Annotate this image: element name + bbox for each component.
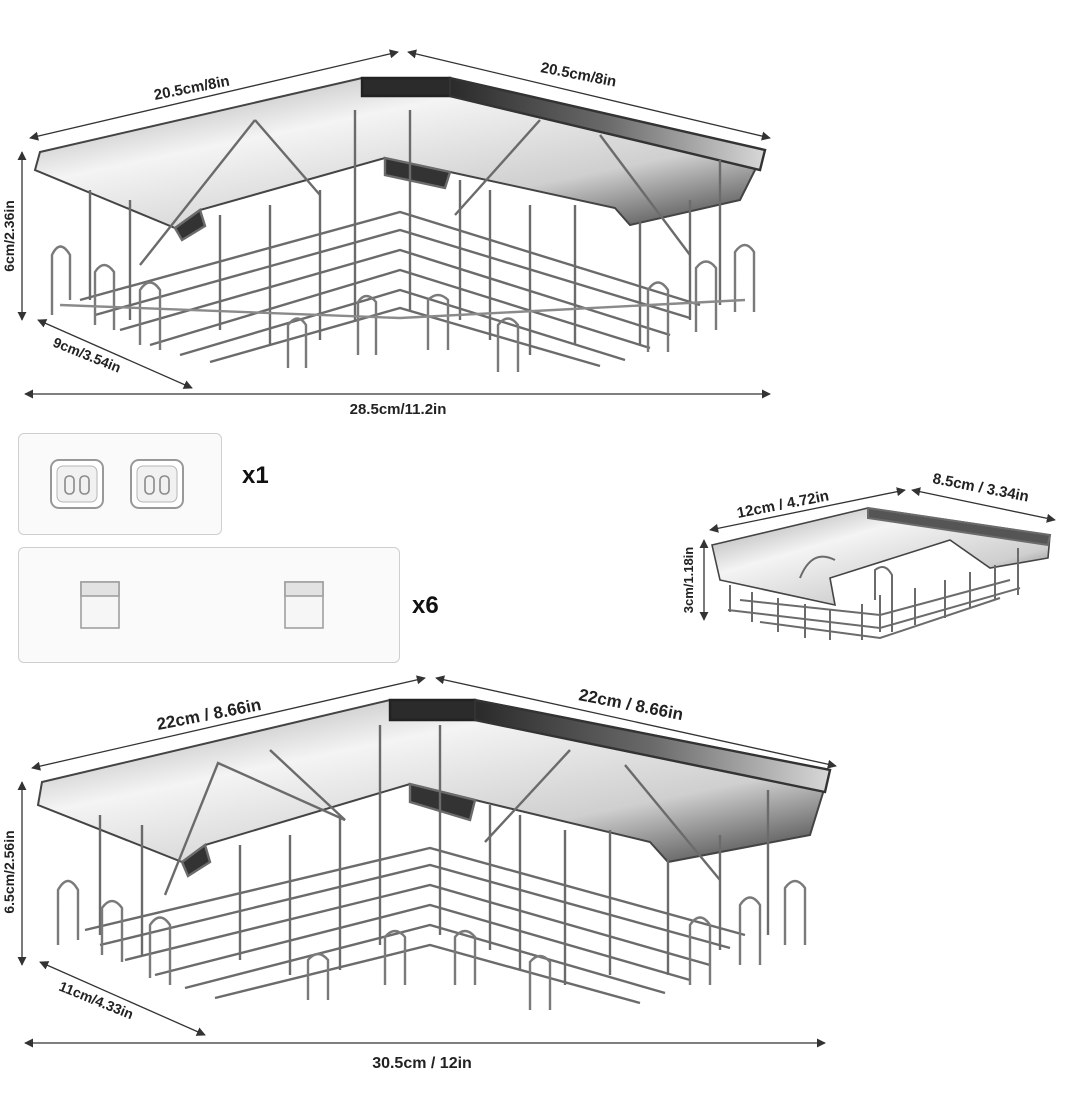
top-depth-label: 9cm/3.54in	[51, 334, 123, 376]
hook-plate-quantity: x1	[242, 462, 269, 489]
bottom-height-label: 6.5cm/2.56in	[1, 830, 17, 913]
adhesive-strip	[18, 547, 400, 663]
corner-basket-large	[36, 698, 832, 1010]
soap-dish	[711, 506, 1052, 640]
top-total-width-label: 28.5cm/11.2in	[350, 401, 447, 418]
corner-basket-small	[33, 76, 767, 372]
top-height-label: 6cm/2.36in	[1, 200, 17, 272]
hook-plate	[18, 433, 222, 535]
bottom-depth-label: 11cm/4.33in	[57, 978, 136, 1022]
hook-plate-icon	[50, 459, 184, 509]
soap-dish-dimension-lines	[699, 487, 1056, 621]
soap-dish-depth-label: 8.5cm / 3.34in	[931, 470, 1030, 505]
top-width-left-label: 20.5cm/8in	[153, 73, 232, 104]
top-dimension-lines	[17, 49, 771, 399]
soap-dish-length-label: 12cm / 4.72in	[736, 487, 831, 522]
soap-dish-height-label: 3cm/1.18in	[681, 547, 696, 614]
adhesive-strip-icon	[80, 581, 324, 629]
bottom-total-width-label: 30.5cm / 12in	[372, 1055, 472, 1072]
adhesive-strip-quantity: x6	[412, 592, 439, 619]
bottom-dimension-lines	[17, 675, 837, 1048]
bottom-width-right-label: 22cm / 8.66in	[577, 685, 685, 724]
